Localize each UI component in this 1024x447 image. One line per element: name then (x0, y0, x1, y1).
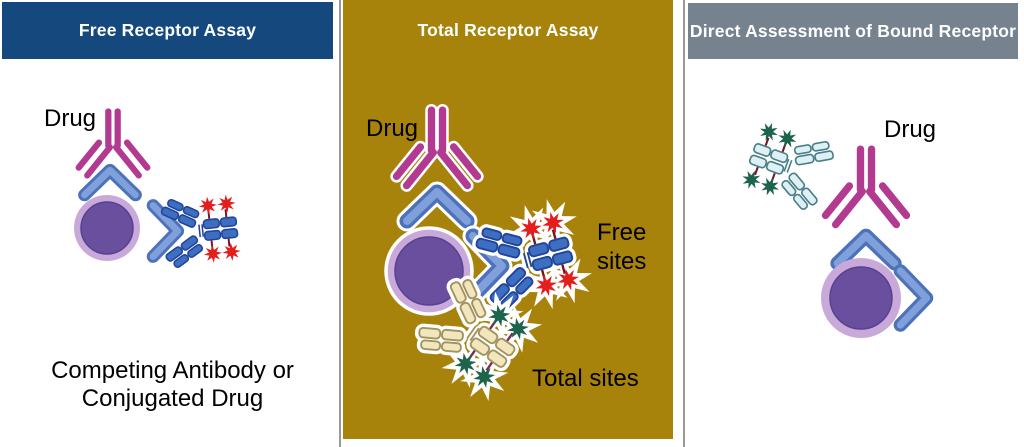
receptor-chevron-icon (407, 192, 467, 221)
cell-icon (74, 195, 140, 261)
free-assay-illustration (74, 111, 242, 270)
free-assay-title: Free Receptor Assay (78, 20, 257, 40)
total-assay-illustration (384, 110, 583, 395)
bound-assay-header: Direct Assessment of Bound Receptor (688, 3, 1018, 59)
anti-drug-detection-antibody-icon (738, 117, 839, 216)
cell-icon (821, 258, 901, 338)
column-divider-right (683, 0, 685, 447)
total-assay-title: Total Receptor Assay (417, 20, 599, 40)
total-assay-header: Total Receptor Assay (343, 2, 673, 59)
column-divider-left (339, 0, 341, 447)
free-sites-label-line1: Free (597, 219, 647, 246)
bound-assay-title: Direct Assessment of Bound Receptor (689, 20, 1017, 41)
total-drug-label: Drug (366, 115, 419, 142)
free-assay-header: Free Receptor Assay (2, 2, 333, 59)
free-receptor-chevron-icon (900, 271, 926, 325)
free-assay-caption-line1: Competing Antibody or (51, 357, 294, 384)
free-drug-label: Drug (44, 105, 97, 132)
drug-antibody-icon (826, 149, 907, 224)
free-sites-label: Free sites (597, 219, 646, 277)
free-sites-label-line2: sites (597, 247, 647, 275)
free-assay-caption: Competing Antibody or Conjugated Drug (30, 357, 315, 414)
total-sites-label: Total sites (532, 365, 639, 392)
bound-assay-illustration (738, 117, 926, 338)
free-assay-caption-line2: Conjugated Drug (81, 385, 264, 413)
bound-drug-label: Drug (884, 116, 937, 143)
